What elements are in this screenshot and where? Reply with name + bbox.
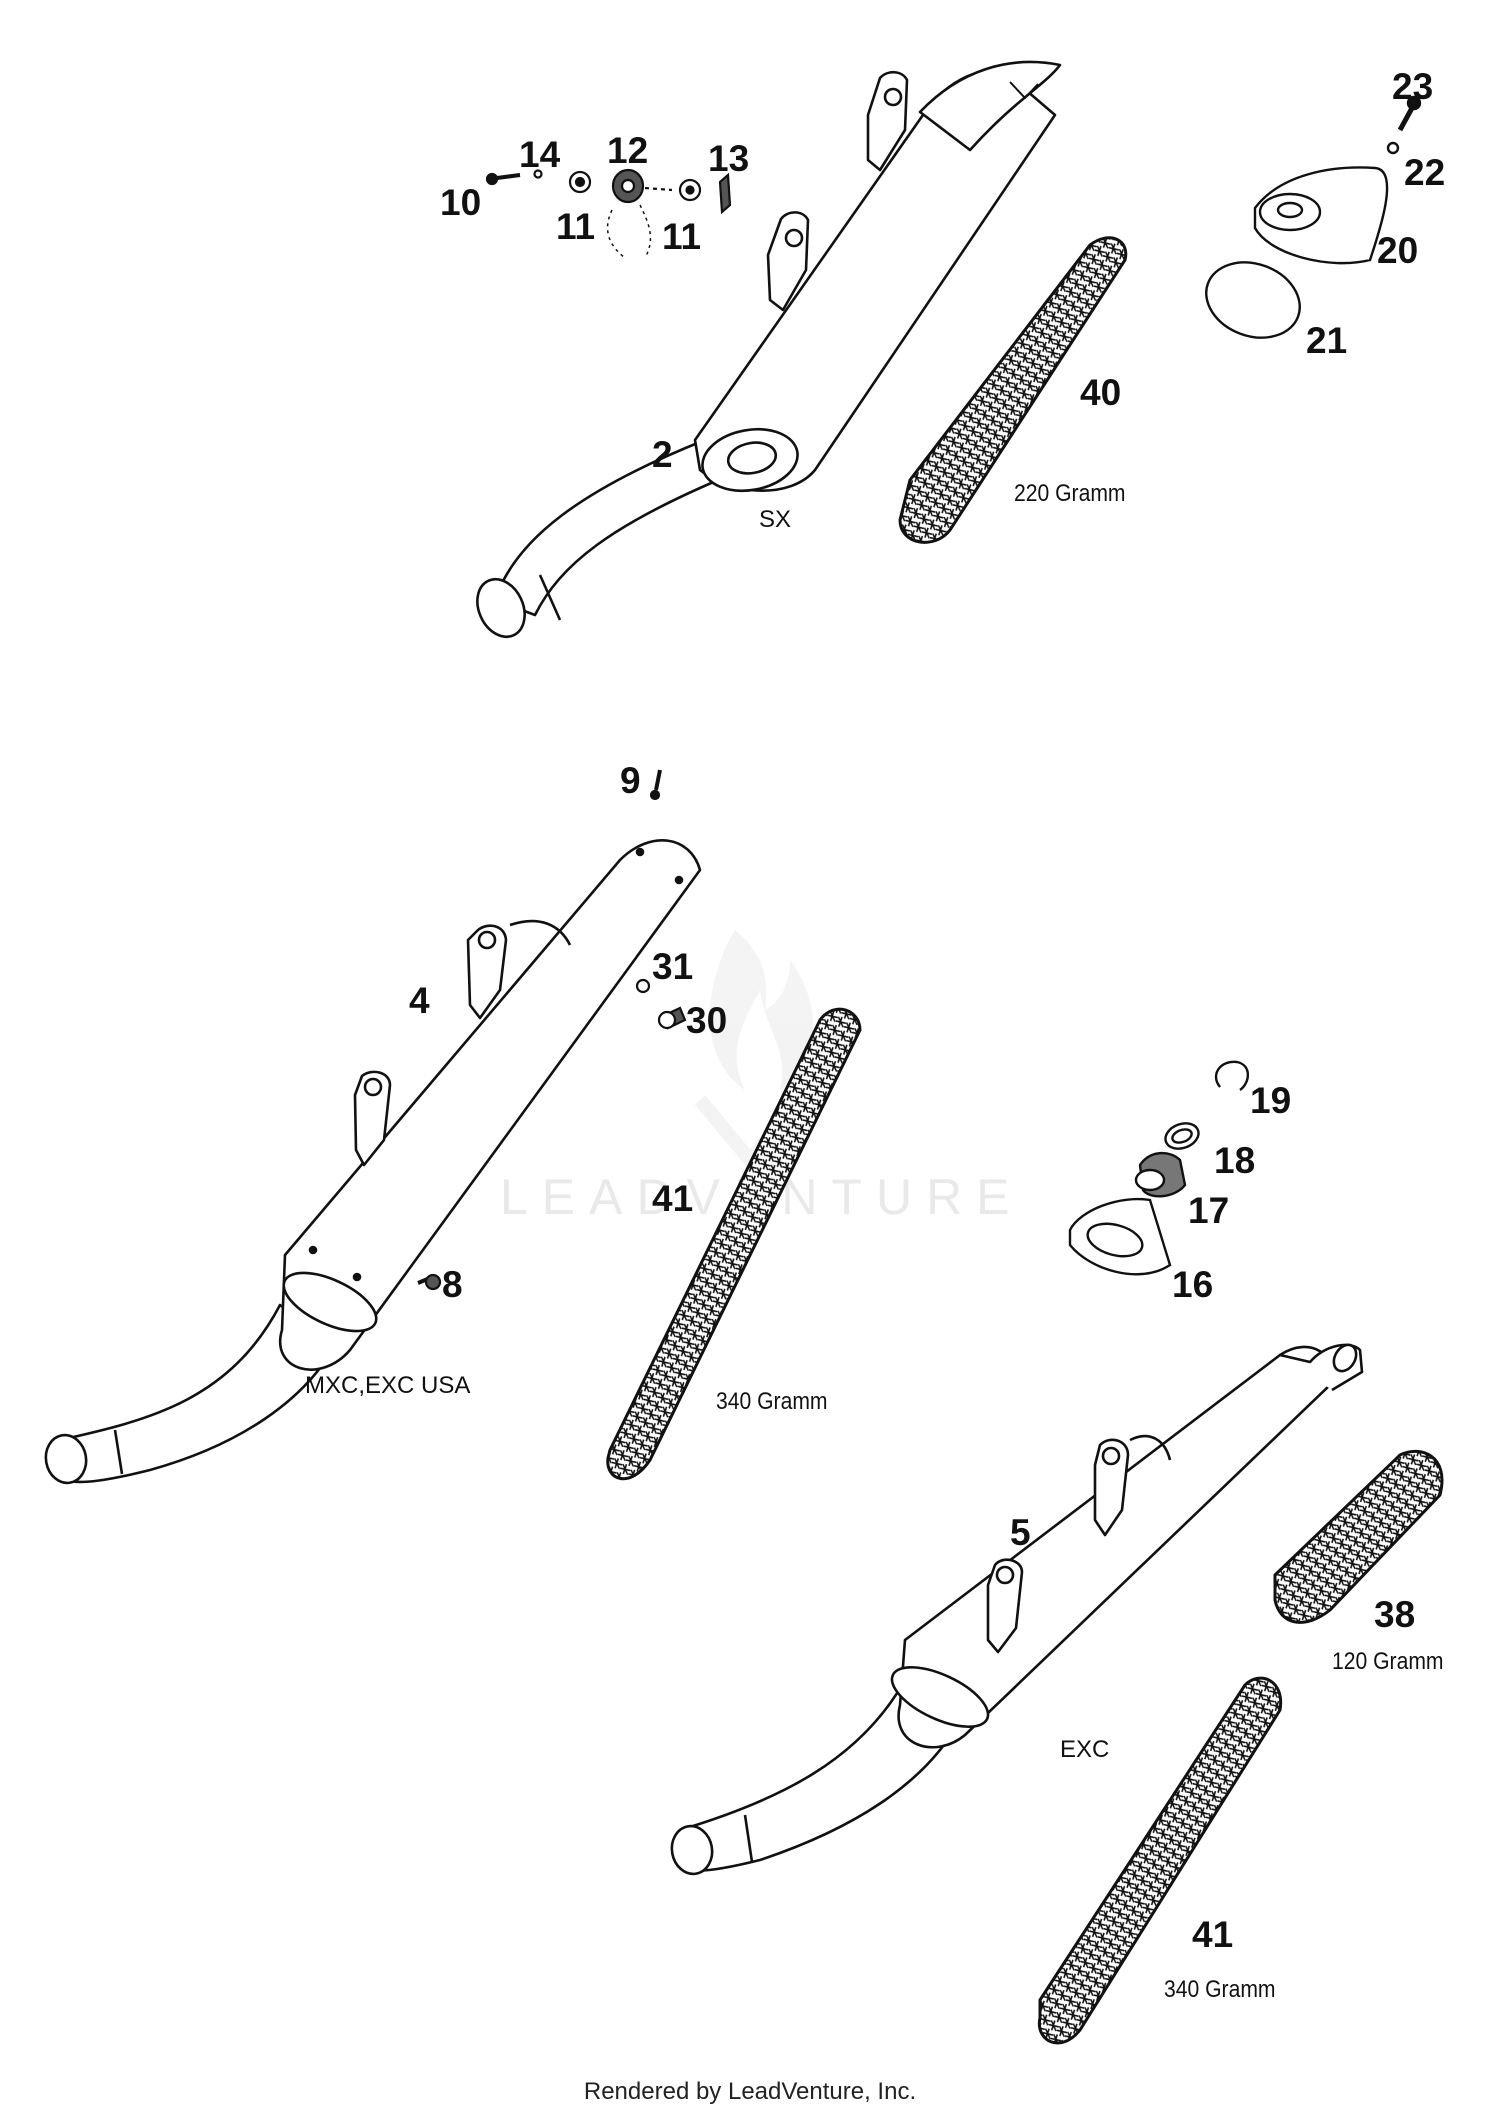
muffler-sx: [476, 60, 1062, 639]
part-number-callout: 11: [556, 206, 596, 247]
packing-weight-label: 340 Gramm: [1164, 1976, 1276, 2003]
part-number-callout: 18: [1214, 1140, 1256, 1181]
part-number-callout: 38: [1374, 1594, 1416, 1635]
part-number-callout: 8: [442, 1264, 463, 1305]
part-number-callout: 40: [1080, 372, 1122, 413]
part-number-callout: 4: [409, 980, 430, 1021]
variant-label-sx: SX: [759, 506, 792, 533]
muffler-exc: [670, 1343, 1364, 1876]
part-number-callout: 41: [652, 1178, 694, 1219]
part-number-callout: 2: [652, 434, 673, 475]
part-number-callout: 17: [1188, 1190, 1230, 1231]
variant-label-exc: EXC: [1060, 1736, 1110, 1763]
variant-label-mxc-exc-usa: MXC,EXC USA: [305, 1372, 471, 1399]
exc-packing-41: [1037, 1676, 1283, 2045]
part-number-callout: 41: [1192, 1914, 1234, 1955]
part-number-callout: 30: [686, 1000, 728, 1041]
sx-end-cap-parts: [1205, 95, 1422, 339]
exc-end-cap-parts: [1068, 1060, 1250, 1276]
part-number-callout: 20: [1377, 230, 1419, 271]
part-number-callout: 5: [1010, 1512, 1031, 1553]
part-number-callout: 14: [519, 134, 561, 175]
part-number-callout: 11: [662, 216, 702, 257]
mxc-packing-41: [606, 1007, 862, 1481]
exc-packing-38: [1273, 1449, 1444, 1624]
part-number-callout: 22: [1404, 152, 1446, 193]
sx-packing-40: [898, 236, 1128, 544]
part-number-callout: 19: [1250, 1080, 1292, 1121]
packing-weight-label: 220 Gramm: [1014, 480, 1126, 507]
part-number-callout: 23: [1392, 66, 1434, 107]
part-number-callout: 13: [708, 138, 750, 179]
part-number-callout: 16: [1172, 1264, 1214, 1305]
sx-mount-hardware: [485, 168, 732, 259]
packing-weight-label: 340 Gramm: [716, 1388, 828, 1415]
footer-credit: Rendered by LeadVenture, Inc.: [583, 2078, 917, 2105]
part-number-callout: 9: [620, 760, 641, 801]
part-number-callout: 31: [652, 946, 694, 987]
mxc-hardware: [417, 769, 687, 1291]
packing-weight-label: 120 Gramm: [1332, 1648, 1444, 1675]
part-number-callout: 21: [1306, 320, 1348, 361]
muffler-mxc-exc-usa: [44, 839, 702, 1485]
part-number-callout: 12: [607, 130, 649, 171]
part-number-callout: 10: [440, 182, 482, 223]
